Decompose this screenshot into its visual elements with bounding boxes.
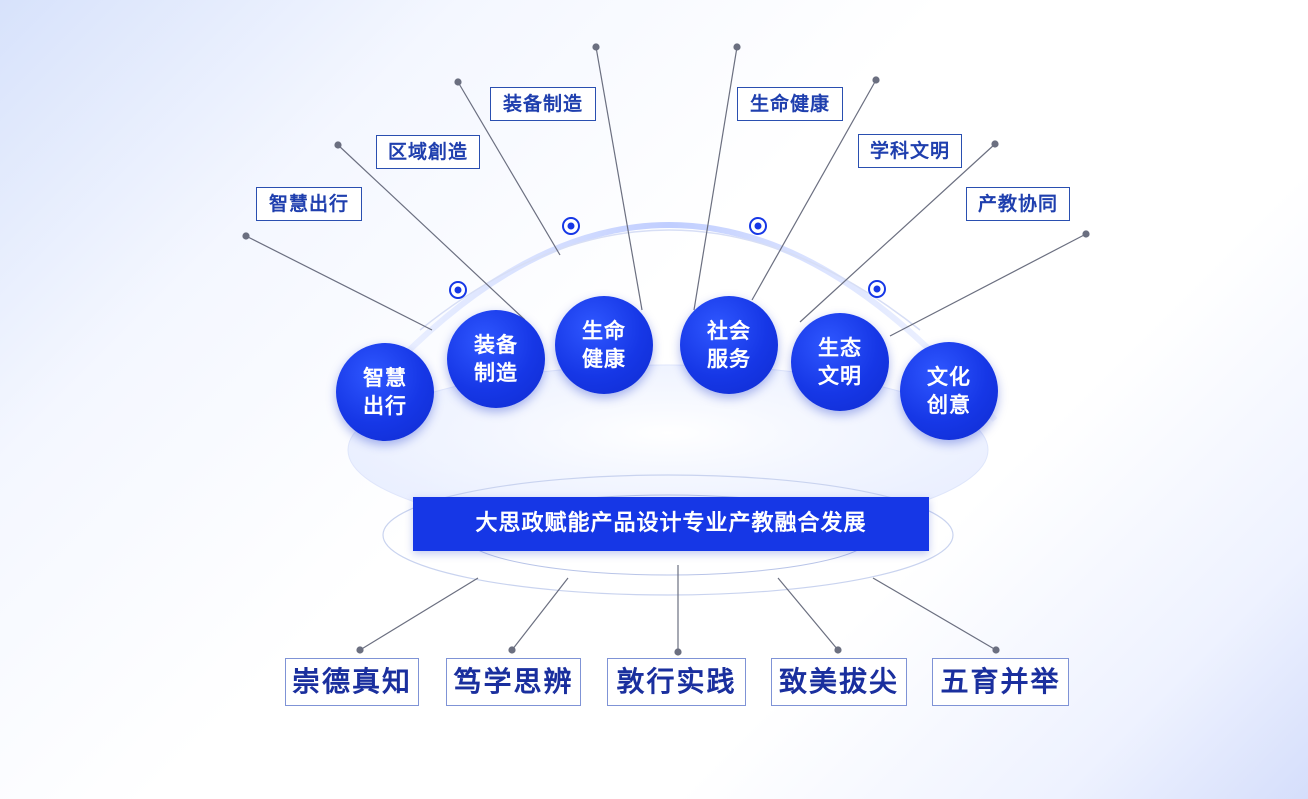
spoke-line [751, 79, 877, 301]
spoke-line [693, 46, 738, 311]
outer-tag: 学科文明 [858, 134, 962, 168]
spoke-dot [991, 140, 999, 148]
base-spoke-dot [834, 646, 842, 654]
domain-bubble: 生命健康 [555, 296, 653, 394]
target-marker [749, 217, 767, 235]
outer-tag: 产教协同 [966, 187, 1070, 221]
spoke-dot [872, 76, 880, 84]
base-spoke-line [511, 577, 569, 651]
value-box: 五育并举 [932, 658, 1069, 706]
domain-bubble: 生态文明 [791, 313, 889, 411]
domain-bubble-label: 社会服务 [707, 319, 751, 371]
spoke-dot [733, 43, 741, 51]
spoke-dot [242, 232, 250, 240]
domain-bubble: 装备制造 [447, 310, 545, 408]
inner-arc [419, 229, 921, 331]
domain-bubble: 智慧出行 [336, 343, 434, 441]
domain-bubble-label: 生态文明 [818, 336, 862, 388]
spoke-line [799, 143, 996, 323]
spoke-dot [1082, 230, 1090, 238]
value-box: 致美拔尖 [771, 658, 907, 706]
domain-bubble-label: 文化创意 [927, 365, 971, 417]
platform-ring-outer [382, 474, 954, 596]
domain-bubble: 文化创意 [900, 342, 998, 440]
base-spoke-dot [674, 648, 682, 656]
spoke-dot [592, 43, 600, 51]
target-marker [868, 280, 886, 298]
outer-tag: 智慧出行 [256, 187, 362, 221]
spoke-line [595, 46, 643, 311]
value-box: 笃学思辨 [446, 658, 581, 706]
domain-bubble: 社会服务 [680, 296, 778, 394]
spoke-line [337, 144, 526, 321]
base-spoke-line [359, 577, 479, 651]
base-spoke-dot [356, 646, 364, 654]
outer-arc [342, 222, 998, 422]
target-marker [562, 217, 580, 235]
target-marker [449, 281, 467, 299]
base-spoke-dot [992, 646, 1000, 654]
spoke-dot [334, 141, 342, 149]
spoke-line [245, 235, 433, 331]
spoke-line [889, 233, 1087, 337]
base-spoke-dot [508, 646, 516, 654]
base-spoke-line [777, 577, 839, 651]
spoke-dot [454, 78, 462, 86]
domain-bubble-label: 生命健康 [582, 319, 626, 371]
outer-tag: 装备制造 [490, 87, 596, 121]
value-box: 敦行实践 [607, 658, 746, 706]
center-banner: 大思政赋能产品设计专业产教融合发展 [413, 497, 929, 551]
domain-bubble-label: 智慧出行 [363, 366, 407, 418]
outer-tag: 生命健康 [737, 87, 843, 121]
spoke-line [457, 81, 561, 256]
value-box: 崇德真知 [285, 658, 419, 706]
outer-tag: 区域創造 [376, 135, 480, 169]
base-spoke-line [872, 577, 997, 651]
domain-bubble-label: 装备制造 [474, 333, 518, 385]
